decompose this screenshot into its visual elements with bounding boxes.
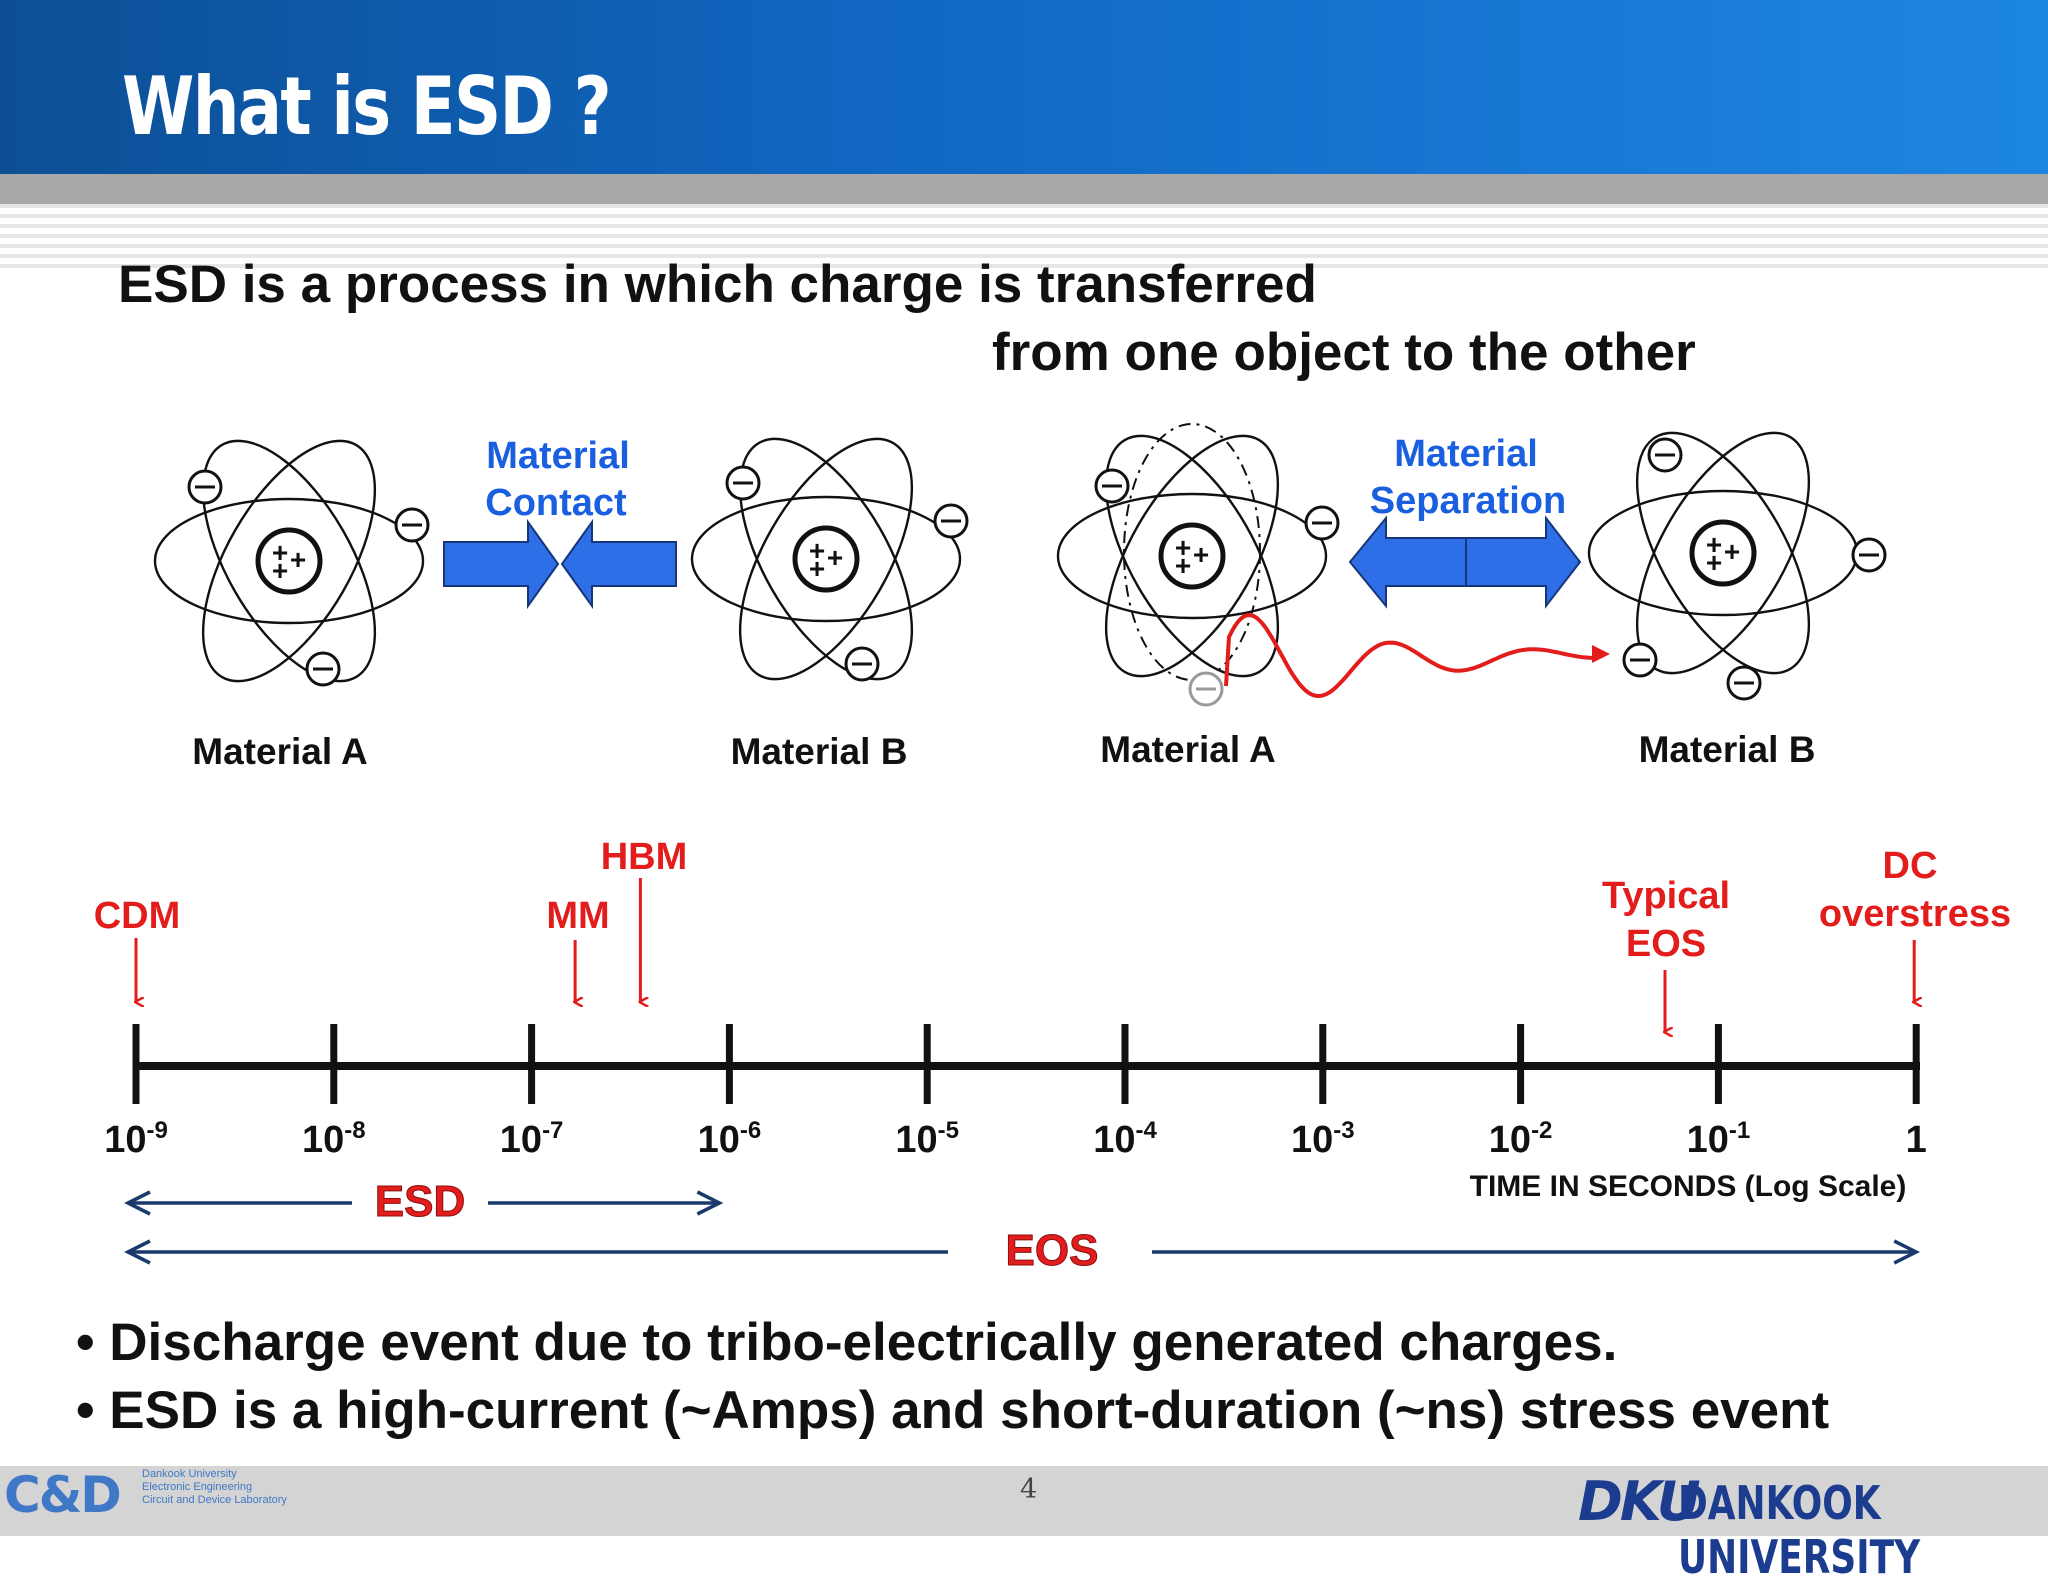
material-b-label-2: Material B [1639, 729, 1816, 770]
orbit-ring [1635, 431, 1811, 675]
university-name: DANKOOK UNIVERSITY [1678, 1476, 1921, 1584]
nucleus-plus-sign: + [809, 535, 825, 566]
marker-label-mm: MM [546, 895, 609, 937]
nucleus-plus-sign: + [1193, 539, 1209, 570]
bullet-1: • Discharge event due to tribo-electrica… [76, 1313, 1618, 1372]
atom-material-b-contact: +++ [690, 437, 969, 682]
marker-label-dc: DC [1883, 845, 1938, 887]
orbit-ring [1104, 434, 1280, 678]
nucleus-plus-sign: + [272, 537, 288, 568]
nucleus-plus-sign: + [1175, 532, 1191, 563]
nucleus-plus-sign: + [1706, 529, 1722, 560]
orbit-ring [1056, 492, 1328, 620]
timeline-markers [136, 878, 1914, 1032]
atom-material-b-separation: +++ [1587, 431, 1887, 701]
nucleus-icon [1158, 522, 1226, 590]
orbit-ring [201, 439, 377, 683]
range-arrowhead-icon [124, 1190, 151, 1216]
orbit-ring [738, 437, 914, 681]
intro-line-2: from one object to the other [992, 323, 1696, 382]
tick-label: 10-1 [1687, 1117, 1751, 1161]
orbit-ring [153, 497, 425, 625]
timeline-ticks: 10-9 10-8 10-7 10-6 10-5 10-4 10-3 10-2 10-1 1 [104, 1024, 1927, 1161]
tick-label: 10-9 [104, 1117, 168, 1161]
nucleus-icon [255, 527, 323, 595]
nucleus-plus-sign: + [827, 542, 843, 573]
marker-label-hbm: HBM [601, 836, 688, 878]
contact-arrow-left-icon [560, 518, 677, 610]
nucleus-plus-sign: + [272, 555, 288, 586]
tick-label: 10-3 [1291, 1117, 1355, 1161]
intro-line-1: ESD is a process in which charge is tran… [118, 255, 1317, 314]
contact-label-1: Material [486, 435, 630, 477]
nucleus-plus-sign: + [290, 544, 306, 575]
orbit-ring [201, 439, 377, 683]
nucleus-plus-sign: + [1706, 547, 1722, 578]
orbit-ring [690, 495, 962, 623]
orbit-ring [1635, 431, 1811, 675]
separation-arrow-left-icon [1348, 515, 1467, 609]
nucleus-plus-sign: + [1175, 550, 1191, 581]
nucleus-plus-sign: + [1724, 536, 1740, 567]
material-b-label-1: Material B [731, 731, 908, 772]
orbit-ring [738, 437, 914, 681]
separation-label-2: Separation [1370, 480, 1566, 522]
dashed-orbit [1123, 423, 1261, 681]
header-stripes [0, 204, 2048, 268]
slide-title: What is ESD ? [122, 60, 612, 153]
lab-logo: C&D [4, 1466, 122, 1524]
header-divider-band [0, 174, 2048, 204]
timeline-axis-label: TIME IN SECONDS (Log Scale) [1470, 1170, 1907, 1203]
contact-label-2: Contact [485, 482, 627, 524]
tick-label: 10-7 [500, 1117, 564, 1161]
orbit-ring [1104, 434, 1280, 678]
nucleus-icon [792, 525, 860, 593]
separation-label-1: Material [1394, 433, 1538, 475]
atom-material-a-separation: +++ [1056, 434, 1340, 678]
marker-label-eos: EOS [1626, 923, 1706, 965]
material-a-label-1: Material A [192, 731, 367, 772]
tick-label: 10-6 [698, 1117, 762, 1161]
charge-transfer-arrowhead-icon [1592, 645, 1610, 663]
marker-label-typical: Typical [1602, 875, 1730, 917]
marker-label-overstress: overstress [1819, 893, 2011, 935]
range-arrowhead-icon [124, 1239, 151, 1265]
tick-label: 1 [1906, 1119, 1927, 1161]
range-arrowhead-icon [696, 1190, 724, 1216]
range-label-esd: ESD [375, 1177, 465, 1226]
separation-arrow-right-icon [1465, 515, 1582, 609]
marker-label-cdm: CDM [94, 895, 181, 937]
title-bar [0, 0, 2048, 174]
esd-diagram: +++ +++ +++ +++ Material Contact Materia… [94, 423, 2011, 1276]
tick-label: 10-4 [1093, 1117, 1157, 1161]
nucleus-plus-sign: + [809, 553, 825, 584]
page-number: 4 [1020, 1474, 1038, 1505]
bullet-2: • ESD is a high-current (~Amps) and shor… [76, 1381, 1830, 1440]
range-label-eos: EOS [1006, 1226, 1099, 1275]
footer-bar [0, 1466, 2048, 1536]
university-logo: DKU [1578, 1470, 1701, 1533]
nucleus-icon [1689, 519, 1757, 587]
range-arrowhead-icon [1893, 1239, 1921, 1265]
tick-label: 10-2 [1489, 1117, 1553, 1161]
tick-label: 10-8 [302, 1117, 366, 1161]
material-a-label-2: Material A [1100, 729, 1275, 770]
charge-transfer-wave [1224, 613, 1593, 699]
tick-label: 10-5 [895, 1117, 959, 1161]
contact-arrow-right-icon [443, 518, 560, 610]
range-arrows [124, 1190, 1921, 1265]
atom-material-a-contact: +++ [153, 439, 430, 687]
lab-name: Dankook University Electronic Engineerin… [142, 1468, 287, 1506]
